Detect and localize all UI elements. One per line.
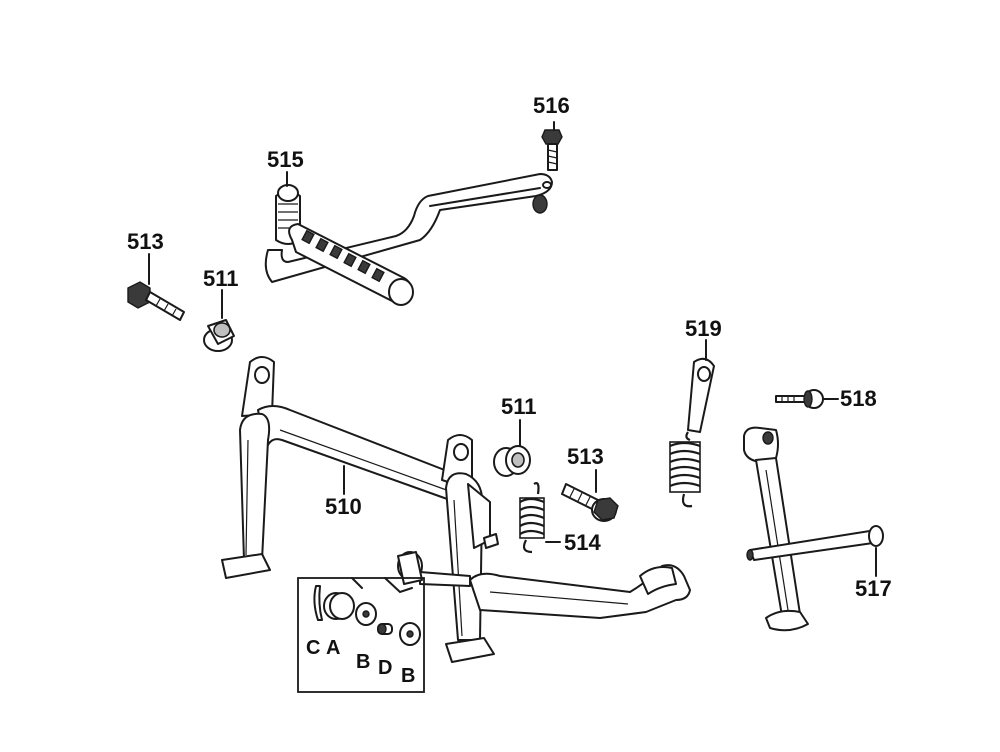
bolt-518 [775,389,824,409]
side-stand-517 [743,426,884,632]
bolt-513-upper [127,281,185,321]
label-518: 518 [840,386,877,411]
label-516: 516 [533,93,570,118]
spring-514 [519,482,545,554]
label-513-upper: 513 [127,229,164,254]
center-stand-510 [221,356,691,663]
bolt-516 [541,129,563,171]
bushing-511-upper [203,319,235,352]
label-519: 519 [685,316,722,341]
label-515: 515 [267,147,304,172]
kit-label-c: C [306,637,321,659]
kit-label-a: A [326,637,341,659]
label-511-lower: 511 [501,394,537,419]
kickstart-lever-515 [264,173,553,306]
label-511-upper: 511 [203,266,239,291]
kit-label-b2: B [401,665,416,687]
bushing-511-lower [493,445,531,477]
kit-label-d: D [378,657,393,679]
kit-label-b1: B [356,651,371,673]
pivot-kit-box [297,577,425,693]
spring-plate-519 [669,357,715,508]
label-510: 510 [325,494,362,519]
label-513-lower: 513 [567,444,604,469]
label-517: 517 [855,576,892,601]
label-514: 514 [564,530,601,555]
bolt-513-lower [561,483,619,522]
